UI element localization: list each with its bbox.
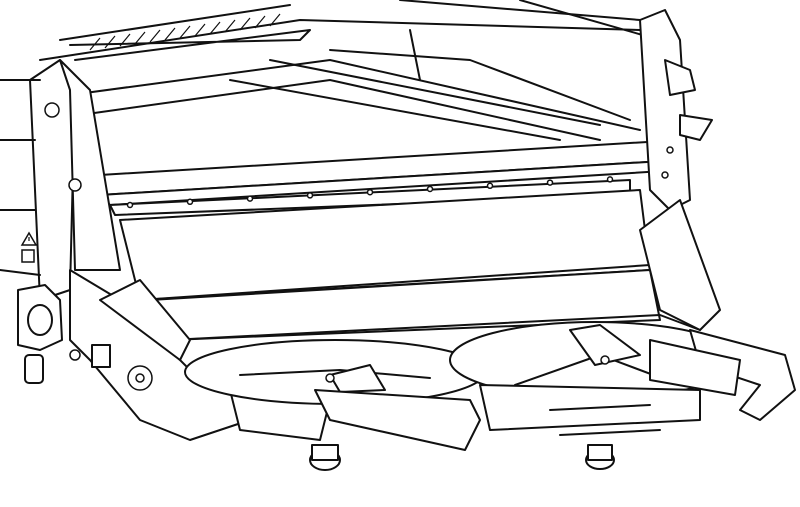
spinner-disc-left	[184, 339, 486, 471]
rivet-hole	[306, 192, 314, 199]
right-frame	[639, 9, 721, 331]
rivet-hole	[246, 195, 254, 202]
rivet-hole	[186, 198, 194, 206]
left-frame	[0, 59, 121, 384]
rivet-hole	[366, 188, 374, 196]
rivet-hole	[426, 185, 434, 193]
rivet-hole	[606, 176, 614, 183]
rivet-hole	[486, 182, 494, 190]
crossbeam	[99, 139, 681, 216]
rivet-hole	[126, 201, 134, 209]
glove-pictogram-icon	[21, 249, 35, 263]
spinner-disc-right	[449, 321, 796, 470]
hopper-chute	[119, 189, 701, 341]
hopper-top	[39, 0, 681, 141]
rivet-hole	[546, 179, 554, 186]
